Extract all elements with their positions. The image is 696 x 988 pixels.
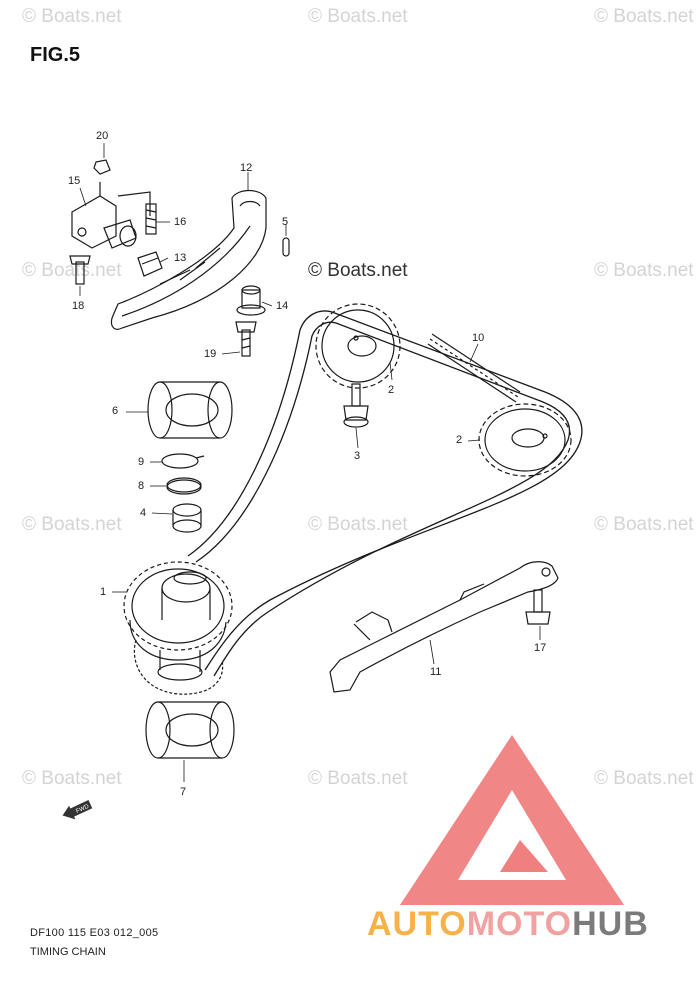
chain-guide-12 [110,189,267,330]
diagram-code: DF100 115 E03 012_005 [30,927,159,939]
cam-sprocket-upper [315,303,401,389]
part-label-2-upper: 2 [388,384,395,396]
part-label-13: 13 [174,252,187,264]
part-label-4: 4 [140,507,147,519]
part-label-14: 14 [276,300,289,312]
part-label-5: 5 [282,216,289,228]
part-label-3: 3 [354,450,361,462]
bearing-7 [145,701,235,759]
spring-16 [145,203,157,235]
figure-title: FIG.5 [30,44,81,66]
brand-logo-icon [400,735,624,905]
bolt-3 [343,383,369,428]
part-label-7: 7 [180,786,187,798]
watermark-text: © Boats.net [22,768,122,789]
watermark-text: © Boats.net [308,6,408,27]
watermark-text: © Boats.net [22,514,122,535]
leader-lines [79,143,541,782]
part-label-6: 6 [112,405,119,417]
svg-text:FWD: FWD [75,803,91,814]
watermark-text: © Boats.net [308,514,408,535]
bushing-14 [236,285,266,316]
brand-text-moto: MOTO [466,905,573,943]
part-label-15: 15 [68,175,81,187]
part-label-1: 1 [100,586,107,598]
plunger-13 [137,251,163,277]
watermark-text: © Boats.net [594,260,694,281]
o-ring-8 [166,477,202,495]
watermark-text: © Boats.net [594,6,694,27]
brand-logo-text: AUTOMOTOHUB [367,905,649,944]
watermark-center: © Boats.net [308,260,408,281]
drive-gear-1 [123,561,233,681]
brand-text-hub: HUB [572,905,649,943]
part-label-10: 10 [472,332,485,344]
part-label-2-lower: 2 [456,434,463,446]
diagram-name: TIMING CHAIN [30,946,106,958]
watermark-text: © Boats.net [308,768,408,789]
watermark-text: © Boats.net [22,6,122,27]
part-label-12: 12 [240,162,253,174]
part-label-20: 20 [96,130,109,142]
chain-segment-10 [427,333,521,403]
front-direction-arrow-icon: FWD [62,800,93,820]
bolt-19 [235,321,257,357]
cam-sprocket-lower [478,403,572,477]
part-label-11: 11 [430,666,442,678]
part-label-9: 9 [138,456,145,468]
circlip-9 [161,453,205,469]
watermark-text: © Boats.net [22,260,122,281]
gear-chain-loop [133,639,224,695]
bearing-6 [147,381,233,439]
watermark-text: © Boats.net [594,514,694,535]
part-label-16: 16 [174,216,187,228]
part-label-8: 8 [138,480,145,492]
part-label-17: 17 [534,642,547,654]
watermark-text: © Boats.net [594,768,694,789]
collar-4 [172,503,202,533]
part-label-19: 19 [204,348,217,360]
bolt-18 [69,255,91,285]
brand-text-auto: AUTO [367,905,467,943]
pin-5 [282,237,290,257]
timing-chain [187,310,583,677]
part-label-18: 18 [72,300,85,312]
bolt-17 [525,589,551,625]
chain-guide-11 [329,561,559,693]
tensioner-15 [71,159,151,249]
